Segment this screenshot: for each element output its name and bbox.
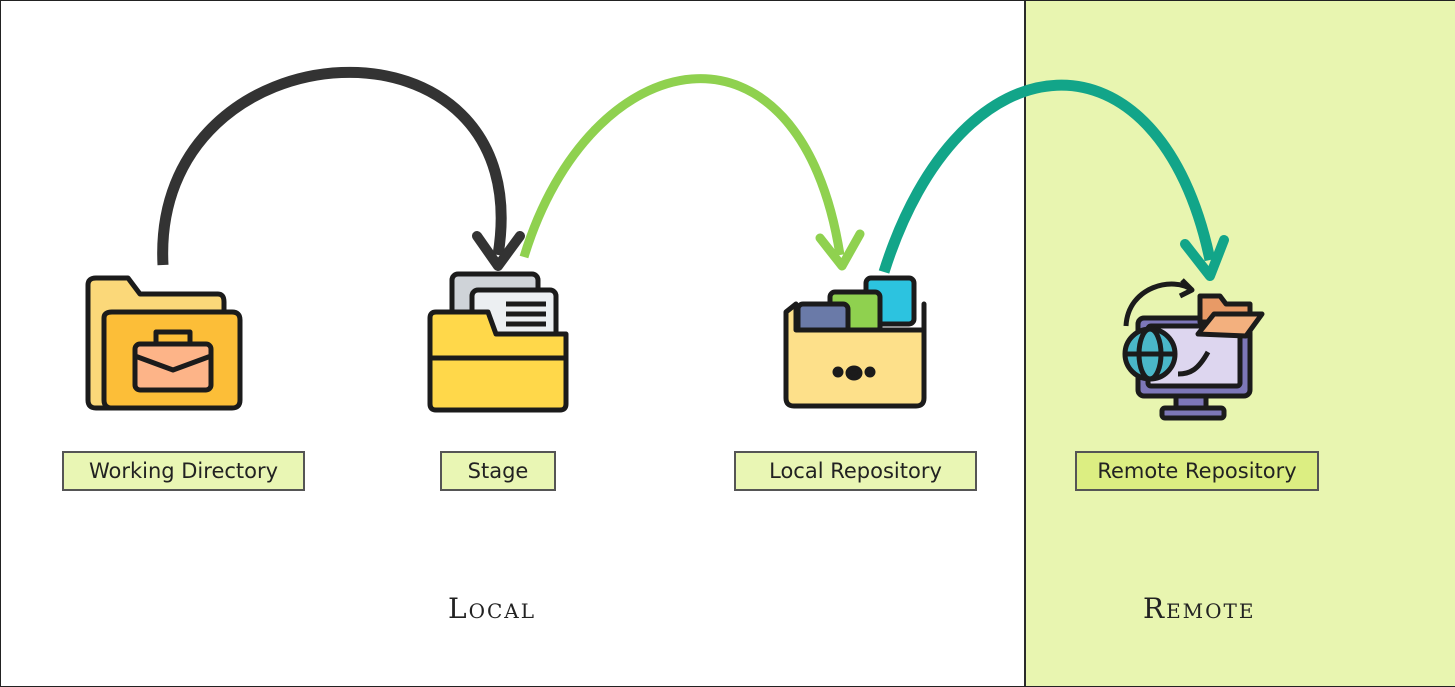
stage-label: Stage: [440, 451, 556, 491]
local-repository-label: Local Repository: [734, 451, 977, 491]
local-zone-label: Local: [448, 592, 537, 625]
document-folder-icon: [427, 271, 569, 413]
working-directory-label: Working Directory: [62, 451, 305, 491]
arrow-working-to-stage: [157, 67, 525, 271]
arrow-local-to-remote-repo: [878, 79, 1229, 281]
globe-monitor-icon: [1122, 278, 1265, 421]
arrow-stage-to-local-repo: [519, 74, 865, 271]
remote-repository-label: Remote Repository: [1075, 451, 1319, 491]
briefcase-folder-icon: [85, 275, 243, 411]
smiling-folder-icon: [783, 275, 927, 409]
remote-zone-label: Remote: [1143, 592, 1256, 625]
